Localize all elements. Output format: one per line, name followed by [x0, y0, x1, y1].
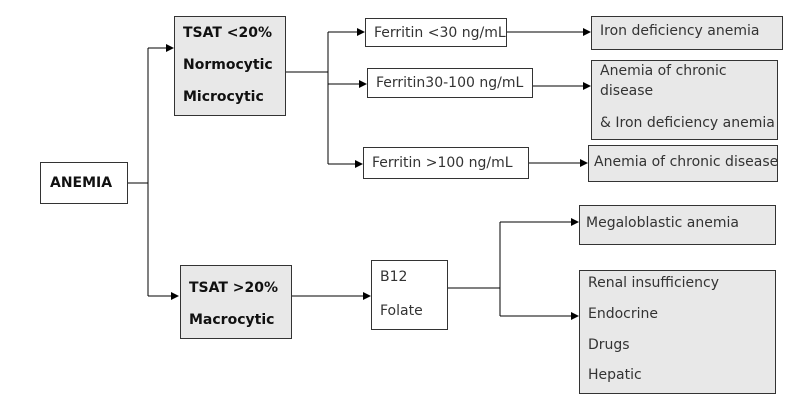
chronic-and-iron-node: Anemia of chronic disease & Iron deficie… — [591, 60, 778, 140]
ferritin-high-label: Ferritin >100 ng/mL — [372, 155, 513, 171]
folate-label: Folate — [380, 303, 423, 319]
hepatic-label: Hepatic — [588, 367, 642, 383]
megaloblastic-node: Megaloblastic anemia — [579, 205, 776, 245]
tsat-high-label: TSAT >20% — [189, 280, 279, 296]
chronic-disease-label: Anemia of chronic disease — [594, 154, 779, 170]
chronic-and-iron-line-3: & Iron deficiency anemia — [600, 115, 775, 131]
drugs-label: Drugs — [588, 337, 630, 353]
renal-label: Renal insufficiency — [588, 275, 720, 291]
endocrine-label: Endocrine — [588, 306, 658, 322]
tsat-low-node: TSAT <20% Normocytic Microcytic — [174, 16, 286, 116]
other-causes-node: Renal insufficiency Endocrine Drugs Hepa… — [579, 270, 776, 394]
tsat-low-label: TSAT <20% — [183, 25, 273, 41]
chronic-and-iron-line-2: disease — [600, 83, 654, 99]
b12-label: B12 — [380, 269, 408, 285]
anemia-label: ANEMIA — [50, 175, 113, 191]
chronic-disease-node: Anemia of chronic disease — [588, 145, 778, 182]
ferritin-low-label: Ferritin <30 ng/mL — [374, 25, 506, 41]
ferritin-low-node: Ferritin <30 ng/mL — [365, 18, 507, 47]
megaloblastic-label: Megaloblastic anemia — [586, 215, 739, 231]
iron-deficiency-node: Iron deficiency anemia — [591, 16, 783, 50]
vitamins-node: B12 Folate — [371, 260, 448, 330]
microcytic-label: Microcytic — [183, 89, 264, 105]
iron-deficiency-label: Iron deficiency anemia — [600, 23, 760, 39]
ferritin-high-node: Ferritin >100 ng/mL — [363, 147, 529, 179]
ferritin-mid-label: Ferritin30-100 ng/mL — [376, 75, 524, 91]
ferritin-mid-node: Ferritin30-100 ng/mL — [367, 68, 533, 98]
normocytic-label: Normocytic — [183, 57, 273, 73]
anemia-node: ANEMIA — [40, 162, 128, 204]
tsat-high-node: TSAT >20% Macrocytic — [180, 265, 292, 339]
macrocytic-label: Macrocytic — [189, 312, 275, 328]
chronic-and-iron-line-1: Anemia of chronic — [600, 63, 727, 79]
